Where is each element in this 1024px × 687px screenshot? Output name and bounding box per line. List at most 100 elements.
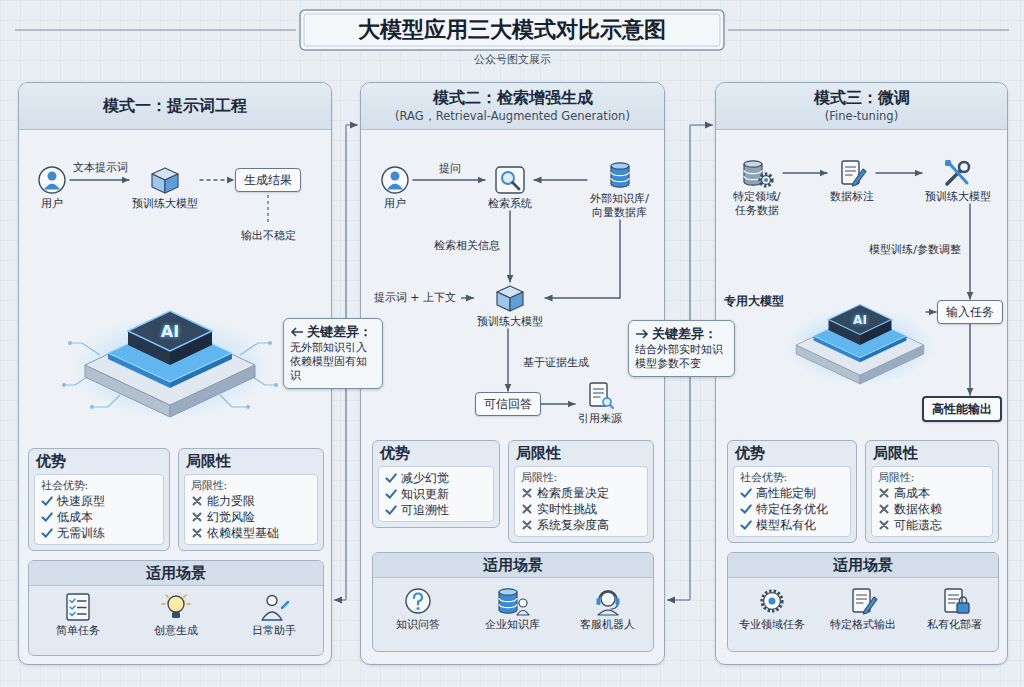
edge-label: 检索相关信息 [432, 239, 502, 253]
feature-item: 依赖模型基础 [207, 525, 279, 541]
feature-row: 快速原型 [41, 493, 157, 509]
cross-mark [880, 489, 887, 496]
feature-list: 减少幻觉知识更新可追溯性 [378, 466, 494, 522]
icon-node: 预训练大模型 [130, 165, 200, 211]
icon-label: 引用来源 [576, 412, 624, 426]
icon [582, 380, 618, 410]
chip-label: 专用大模型 [724, 293, 926, 309]
cross-mark [878, 519, 890, 531]
icon-part [763, 177, 767, 181]
feature-box: 局限性局限性:能力受限幻觉风险依赖模型基础 [178, 448, 324, 551]
icon-part [499, 588, 517, 594]
connector-arrow [926, 311, 937, 312]
box-label: 生成结果 [244, 172, 292, 188]
input-arrow [461, 297, 474, 298]
check-mark [740, 503, 752, 515]
icon [256, 592, 292, 622]
feature-list: 局限性:检索质量决定实时性挑战系统复杂度高 [514, 466, 648, 537]
icon-part [957, 603, 969, 613]
icon-node: 私有化部署 [924, 586, 986, 632]
feature-row: 可能遗忘 [878, 517, 986, 533]
cross-mark [878, 487, 890, 499]
icon-part [760, 174, 772, 186]
edge-label: 提问 [437, 162, 463, 176]
process-box: 高性能输出 [922, 396, 1002, 422]
feature-item: 减少幻觉 [401, 470, 449, 486]
cross-mark [523, 489, 530, 496]
box-label: 可信回答 [484, 396, 532, 412]
check-mark [41, 511, 53, 523]
icon-part [744, 160, 762, 166]
icon-node: 特定领域/任务数据 [731, 158, 783, 218]
chip-text: AI [853, 313, 867, 328]
feature-row: 检索质量决定 [521, 485, 641, 501]
feature-heading: 优势 [735, 444, 851, 463]
feature-row: 减少幻觉 [385, 470, 487, 486]
feature-heading: 优势 [380, 444, 494, 463]
box-label: 输入任务 [946, 304, 994, 320]
feature-item: 无需训练 [57, 525, 105, 541]
icon-part [416, 607, 419, 610]
scenario-heading: 适用场景 [728, 553, 998, 578]
icon-part [959, 597, 966, 603]
icon-part [382, 167, 408, 193]
feature-item: 模型私有化 [756, 517, 816, 533]
feature-row: 幻觉风险 [191, 509, 311, 525]
icon-label: 用户 [34, 197, 70, 211]
icon-part [945, 160, 951, 166]
connector-arrow [969, 204, 970, 300]
icon-node: 用户 [377, 165, 413, 211]
icon-node: 外部知识库/向量数据库 [588, 160, 652, 220]
feature-box: 优势减少幻觉知识更新可追溯性 [372, 440, 500, 528]
connector-arrow [70, 179, 130, 180]
icon-part [598, 610, 618, 615]
icon-part [863, 597, 877, 614]
icon-label: 简单任务 [53, 624, 103, 638]
icon [754, 586, 790, 616]
icon [377, 165, 413, 195]
feature-item: 低成本 [57, 509, 93, 525]
icon-part [499, 598, 517, 607]
icon-label: 预训练大模型 [475, 315, 545, 329]
diagram-title: 大模型应用三大模式对比示意图 [300, 12, 724, 48]
callout-arrow [635, 329, 649, 339]
callout-box: 关键差异：无外部知识引入 依赖模型固有知识 [283, 318, 383, 389]
icon-part [414, 593, 422, 604]
feature-item: 实时性挑战 [537, 501, 597, 517]
cross-mark [521, 503, 533, 515]
icon-part [959, 162, 969, 172]
icon-part [596, 598, 600, 605]
mode-panel: 模式二：检索增强生成(RAG，Retrieval-Augmented Gener… [360, 82, 665, 665]
callout-header: 关键差异： [635, 326, 728, 342]
icon-part [948, 595, 958, 603]
icon-part [517, 610, 529, 615]
icon [834, 158, 870, 188]
feature-row: 数据依赖 [878, 501, 986, 517]
icon [940, 158, 976, 188]
diagram-caption: 公众号图文展示 [300, 53, 724, 67]
icon-label: 用户 [377, 197, 413, 211]
feature-item: 知识更新 [401, 486, 449, 502]
icon-node: 企业知识库 [483, 586, 543, 632]
icon-node: 简单任务 [53, 592, 103, 638]
panel-ground [715, 82, 1008, 665]
icon-part [77, 601, 86, 614]
connector-arrow [507, 329, 508, 392]
panel-header: 模式三：微调(Fine-tuning) [716, 83, 1007, 130]
feature-item: 能力受限 [207, 493, 255, 509]
panel-ground [360, 82, 665, 665]
note-label: 提示词 + 上下文 [372, 291, 458, 305]
icon-part [512, 182, 519, 189]
callout-box: 关键差异：结合外部实时知识 模型参数不变 [628, 320, 735, 377]
feature-row: 无需训练 [41, 525, 157, 541]
icon-part [610, 405, 613, 408]
icon-part [168, 596, 184, 612]
icon-part [611, 172, 629, 181]
icon-node: 专业领域任务 [737, 586, 807, 632]
panel-subtitle: (Fine-tuning) [825, 108, 898, 124]
icon-part [599, 591, 617, 600]
cross-mark [193, 529, 200, 536]
feature-box: 优势社会优势:高性能定制特定任务优化模型私有化 [727, 440, 857, 543]
panel-title: 模式三：微调 [814, 88, 910, 108]
